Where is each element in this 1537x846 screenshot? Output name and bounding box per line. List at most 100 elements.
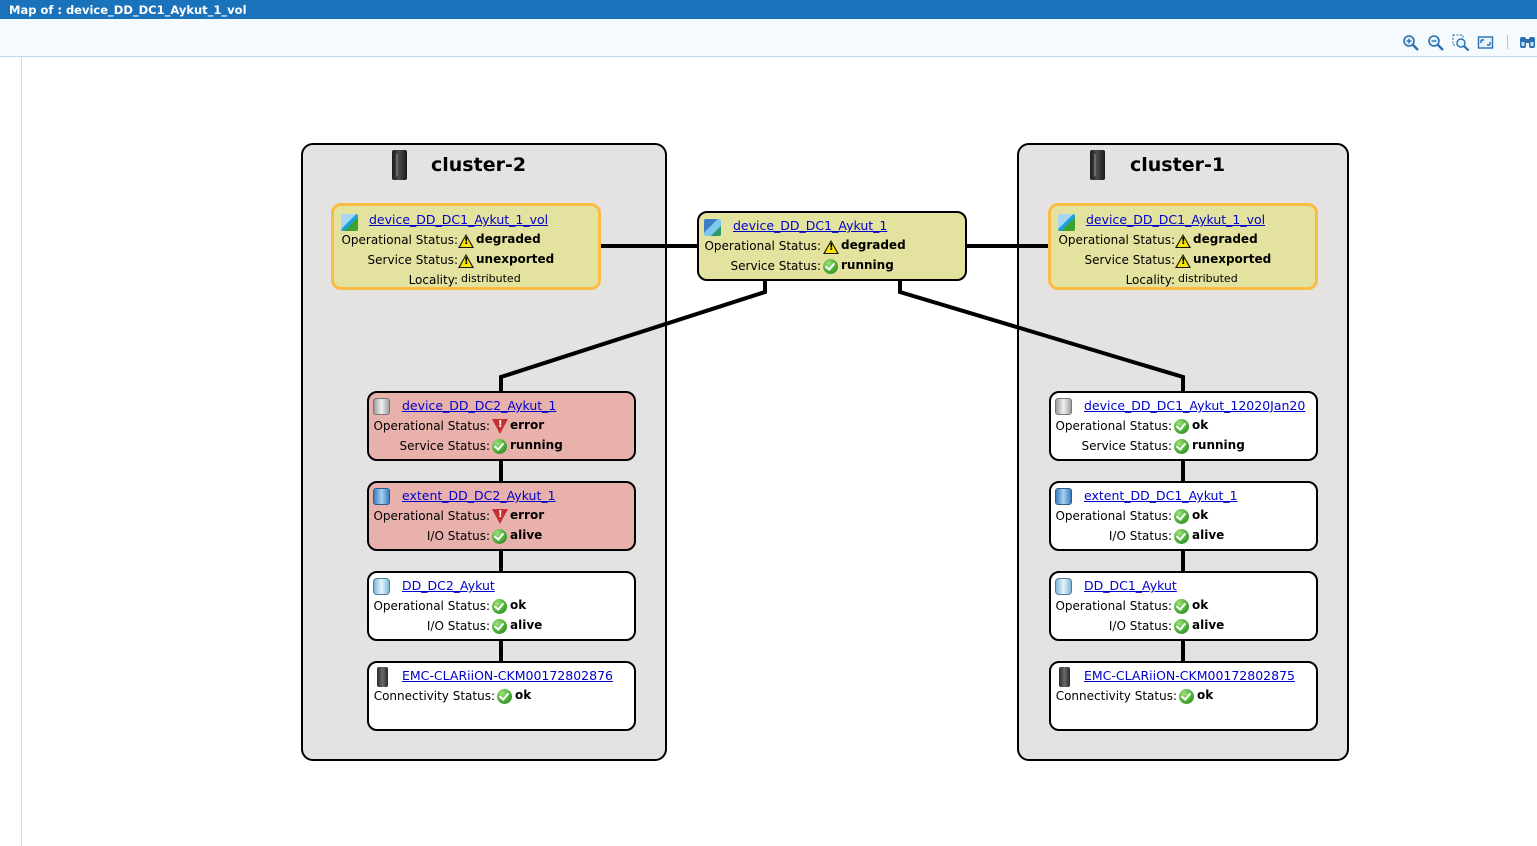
status-label: I/O Status: <box>426 529 490 543</box>
status-label: Operational Status: <box>373 509 490 523</box>
status-value: unexported <box>476 252 555 266</box>
warning-icon <box>458 254 474 268</box>
device-node[interactable]: device_DD_DC1_Aykut_12020Jan20 Operation… <box>1049 391 1318 461</box>
status-label: Operational Status: <box>341 233 458 247</box>
status-label: Connectivity Status: <box>373 689 495 703</box>
storage-array-node[interactable]: EMC-CLARiiON-CKM00172802875 Connectivity… <box>1049 661 1318 731</box>
ok-icon <box>492 619 507 634</box>
ok-icon <box>1174 619 1189 634</box>
node-title-link[interactable]: device_DD_DC2_Aykut_1 <box>402 398 557 413</box>
status-label: Service Status: <box>730 259 821 273</box>
status-row: Operational Status: <box>369 597 490 615</box>
status-value: unexported <box>1193 252 1272 266</box>
status-value: degraded <box>476 232 541 246</box>
node-title-link[interactable]: device_DD_DC1_Aykut_1 <box>733 218 888 233</box>
status-row: Service Status: <box>1051 251 1175 269</box>
status-label: Locality: <box>1125 273 1175 287</box>
ok-icon <box>1179 689 1194 704</box>
status-row: Operational Status: <box>1051 417 1172 435</box>
zoom-in-icon[interactable] <box>1402 34 1420 52</box>
cluster-icon <box>392 150 407 180</box>
status-row: Operational Status: <box>334 231 458 249</box>
error-icon <box>492 419 508 434</box>
status-value: ok <box>510 598 527 612</box>
virtual-volume-node[interactable]: device_DD_DC1_Aykut_1_vol Operational St… <box>1048 203 1318 290</box>
status-label: Service Status: <box>399 439 490 453</box>
ok-icon <box>1174 529 1189 544</box>
status-label: Connectivity Status: <box>1055 689 1177 703</box>
storage-volume-node[interactable]: DD_DC1_Aykut Operational Status: ok I/O … <box>1049 571 1318 641</box>
status-value: ok <box>1197 688 1214 702</box>
fit-page-icon[interactable] <box>1477 34 1495 52</box>
storage-array-node[interactable]: EMC-CLARiiON-CKM00172802876 Connectivity… <box>367 661 636 731</box>
zoom-out-icon[interactable] <box>1427 34 1445 52</box>
status-value: alive <box>510 618 543 632</box>
storage-volume-node[interactable]: DD_DC2_Aykut Operational Status: ok I/O … <box>367 571 636 641</box>
status-value: distributed <box>461 272 521 285</box>
virtual-volume-node[interactable]: device_DD_DC1_Aykut_1_vol Operational St… <box>331 203 601 290</box>
ok-icon <box>823 259 838 274</box>
status-value: running <box>510 438 563 452</box>
status-label: I/O Status: <box>1108 529 1172 543</box>
cluster-title: cluster-1 <box>1130 154 1226 176</box>
status-value: degraded <box>1193 232 1258 246</box>
canvas-border <box>21 56 22 846</box>
node-title-link[interactable]: extent_DD_DC1_Aykut_1 <box>1084 488 1238 503</box>
ok-icon <box>497 689 512 704</box>
status-label: Service Status: <box>367 253 458 267</box>
extent-node[interactable]: extent_DD_DC2_Aykut_1 Operational Status… <box>367 481 636 551</box>
zoom-fit-icon[interactable] <box>1452 34 1470 52</box>
status-value: ok <box>515 688 532 702</box>
node-title-link[interactable]: device_DD_DC1_Aykut_1_vol <box>369 212 549 227</box>
toolbar-separator <box>1507 35 1508 49</box>
distributed-device-node[interactable]: device_DD_DC1_Aykut_1 Operational Status… <box>697 211 967 281</box>
extent-icon <box>373 488 390 505</box>
ok-icon <box>1174 599 1189 614</box>
status-row: Locality: <box>1051 271 1175 289</box>
extent-node[interactable]: extent_DD_DC1_Aykut_1 Operational Status… <box>1049 481 1318 551</box>
status-row: Operational Status: <box>1051 231 1175 249</box>
status-row: Operational Status: <box>1051 507 1172 525</box>
status-value: ok <box>1192 508 1209 522</box>
status-value: running <box>1192 438 1245 452</box>
storage-array-icon <box>1059 667 1070 687</box>
node-title-link[interactable]: EMC-CLARiiON-CKM00172802875 <box>1084 668 1295 683</box>
cluster-title: cluster-2 <box>431 154 527 176</box>
status-label: Operational Status: <box>704 239 821 253</box>
status-row: Connectivity Status: <box>369 687 495 705</box>
storage-volume-icon <box>373 578 390 595</box>
status-label: Operational Status: <box>1055 599 1172 613</box>
ok-icon <box>1174 439 1189 454</box>
ok-icon <box>1174 509 1189 524</box>
device-node[interactable]: device_DD_DC2_Aykut_1 Operational Status… <box>367 391 636 461</box>
status-row: I/O Status: <box>369 617 490 635</box>
status-label: Operational Status: <box>373 599 490 613</box>
virtual-volume-icon <box>341 214 358 231</box>
node-title-link[interactable]: device_DD_DC1_Aykut_1_vol <box>1086 212 1266 227</box>
status-label: Operational Status: <box>1055 509 1172 523</box>
status-label: I/O Status: <box>1108 619 1172 633</box>
find-icon[interactable] <box>1519 34 1537 52</box>
ok-icon <box>1174 419 1189 434</box>
status-row: Service Status: <box>369 437 490 455</box>
node-title-link[interactable]: extent_DD_DC2_Aykut_1 <box>402 488 556 503</box>
node-title-link[interactable]: DD_DC1_Aykut <box>1084 578 1177 593</box>
node-title-link[interactable]: EMC-CLARiiON-CKM00172802876 <box>402 668 613 683</box>
virtual-volume-icon <box>1058 214 1075 231</box>
warning-icon <box>458 234 474 248</box>
status-label: Service Status: <box>1084 253 1175 267</box>
status-value: alive <box>1192 618 1225 632</box>
status-row: Operational Status: <box>369 507 490 525</box>
status-value: alive <box>510 528 543 542</box>
status-row: I/O Status: <box>1051 527 1172 545</box>
status-value: running <box>841 258 894 272</box>
node-title-link[interactable]: device_DD_DC1_Aykut_12020Jan20 <box>1084 398 1306 413</box>
status-row: Service Status: <box>699 257 821 275</box>
node-title-link[interactable]: DD_DC2_Aykut <box>402 578 495 593</box>
link-device-cluster-2-stack <box>499 280 767 393</box>
status-label: Service Status: <box>1081 439 1172 453</box>
status-label: Operational Status: <box>1055 419 1172 433</box>
window-titlebar: Map of : device_DD_DC1_Aykut_1_vol <box>0 0 1537 19</box>
status-row: Connectivity Status: <box>1051 687 1177 705</box>
